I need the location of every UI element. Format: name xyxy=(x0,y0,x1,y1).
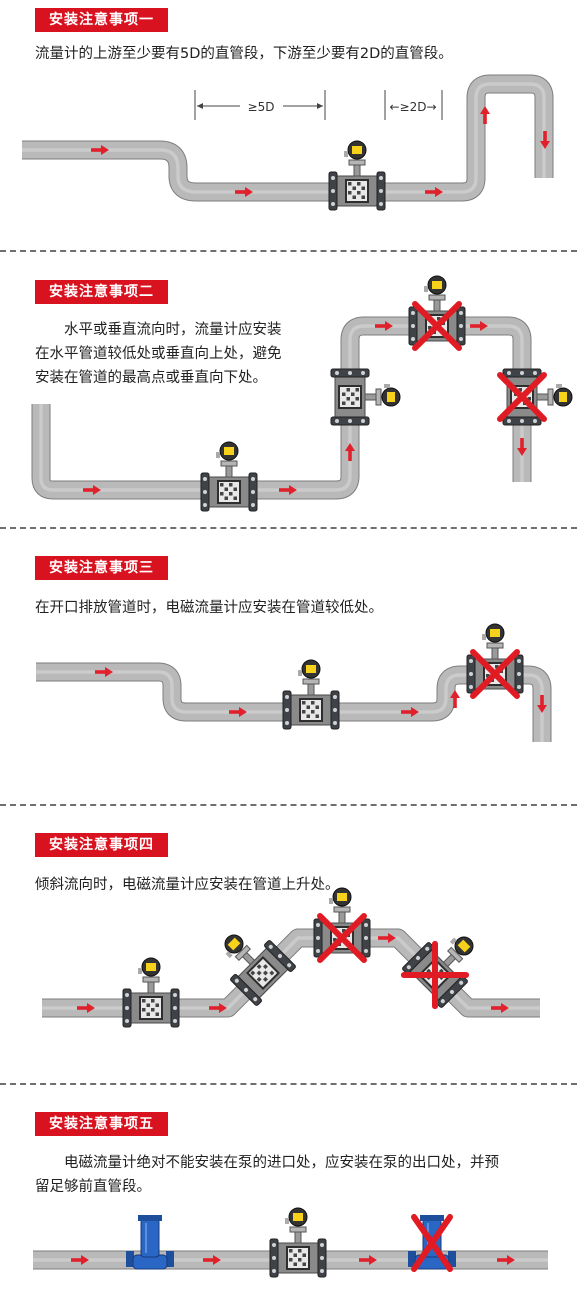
flow-arrow-icon xyxy=(345,443,355,461)
flow-arrow-icon xyxy=(425,187,443,197)
section-4: 安装注意事项四 倾斜流向时，电磁流量计应安装在管道上升处。 xyxy=(0,806,577,1083)
section-2: 安装注意事项二 水平或垂直流向时，流量计应安装 在水平管道较低处或垂直向上处，避… xyxy=(0,252,577,527)
flowmeter-icon xyxy=(466,623,524,699)
section-5-text-line-2: 留足够前直管段。 xyxy=(35,1179,151,1195)
diagram-5 xyxy=(33,1207,548,1278)
error-cross-icon xyxy=(470,649,520,699)
flow-arrow-icon xyxy=(470,321,488,331)
flow-arrow-icon xyxy=(279,485,297,495)
section-3: 安装注意事项三 在开口排放管道时，电磁流量计应安装在管道较低处。 xyxy=(0,529,577,804)
flowmeter-icon xyxy=(200,441,258,512)
flow-arrow-icon xyxy=(537,695,547,713)
flowmeter-icon xyxy=(122,957,180,1028)
pipe xyxy=(22,74,554,202)
divider-2 xyxy=(0,527,577,529)
flow-arrow-icon xyxy=(540,131,550,149)
section-1-tag: 安装注意事项一 xyxy=(35,8,168,32)
diagram-2 xyxy=(31,275,573,512)
section-3-tag: 安装注意事项三 xyxy=(35,556,168,580)
dim-label-downstream: ←≥2D→ xyxy=(389,100,436,114)
flow-arrow-icon xyxy=(401,707,419,717)
flow-arrow-icon xyxy=(77,1003,95,1013)
flowmeter-icon xyxy=(313,887,371,963)
flow-arrow-icon xyxy=(71,1255,89,1265)
section-4-text: 倾斜流向时，电磁流量计应安装在管道上升处。 xyxy=(35,877,340,893)
flowmeter-icon xyxy=(408,275,466,351)
divider-4 xyxy=(0,1083,577,1085)
section-5-tag: 安装注意事项五 xyxy=(35,1112,168,1136)
diagram-3 xyxy=(36,623,552,742)
dimension-lines xyxy=(194,90,443,120)
flow-arrow-icon xyxy=(517,438,527,456)
section-3-text: 在开口排放管道时，电磁流量计应安装在管道较低处。 xyxy=(35,600,383,616)
flow-arrow-icon xyxy=(480,106,490,124)
diagram-1: ≥5D ←≥2D→ xyxy=(22,74,554,211)
pump-icon xyxy=(126,1215,174,1270)
section-5: 安装注意事项五 电磁流量计绝对不能安装在泵的进口处，应安装在泵的出口处，并预 留… xyxy=(0,1085,577,1300)
error-cross-icon xyxy=(412,301,462,351)
error-cross-icon xyxy=(317,913,367,963)
divider-3 xyxy=(0,804,577,806)
flowmeter-icon xyxy=(282,659,340,730)
pipe xyxy=(31,316,532,500)
divider-1 xyxy=(0,250,577,252)
flowmeter-icon xyxy=(224,934,296,1006)
error-cross-icon xyxy=(411,1214,453,1272)
dim-label-upstream: ≥5D xyxy=(248,100,275,114)
flow-arrow-icon xyxy=(83,485,101,495)
section-4-tag: 安装注意事项四 xyxy=(35,833,168,857)
flow-arrow-icon xyxy=(450,690,460,708)
diagram-4 xyxy=(42,887,540,1028)
section-2-text-line-3: 安装在管道的最高点或垂直向下处。 xyxy=(35,370,267,386)
flow-arrow-icon xyxy=(209,1003,227,1013)
flow-arrow-icon xyxy=(203,1255,221,1265)
flow-arrow-icon xyxy=(235,187,253,197)
flow-arrow-icon xyxy=(491,1003,509,1013)
pipe xyxy=(36,662,552,742)
error-cross-icon xyxy=(400,940,470,1010)
flowmeter-icon xyxy=(400,936,474,1010)
flow-arrow-icon xyxy=(375,321,393,331)
section-5-text-line-1: 电磁流量计绝对不能安装在泵的进口处，应安装在泵的出口处，并预 xyxy=(64,1155,499,1171)
flow-arrow-icon xyxy=(497,1255,515,1265)
pump-icon xyxy=(408,1214,456,1272)
flow-arrow-icon xyxy=(229,707,247,717)
section-2-text-line-1: 水平或垂直流向时，流量计应安装 xyxy=(64,322,282,338)
flowmeter-icon xyxy=(328,140,386,211)
section-2-tag: 安装注意事项二 xyxy=(35,280,168,304)
flowmeter-icon xyxy=(269,1207,327,1278)
flow-arrow-icon xyxy=(91,145,109,155)
flow-arrow-icon xyxy=(359,1255,377,1265)
section-1-text: 流量计的上游至少要有5D的直管段，下游至少要有2D的直管段。 xyxy=(35,46,453,62)
section-1: 安装注意事项一 流量计的上游至少要有5D的直管段，下游至少要有2D的直管段。 ≥… xyxy=(0,0,577,250)
error-cross-icon xyxy=(497,372,547,422)
flow-arrow-icon xyxy=(378,933,396,943)
flowmeter-icon xyxy=(497,368,573,426)
flowmeter-icon xyxy=(330,368,401,426)
section-2-text-line-2: 在水平管道较低处或垂直向上处，避免 xyxy=(35,346,282,362)
flow-arrow-icon xyxy=(95,667,113,677)
